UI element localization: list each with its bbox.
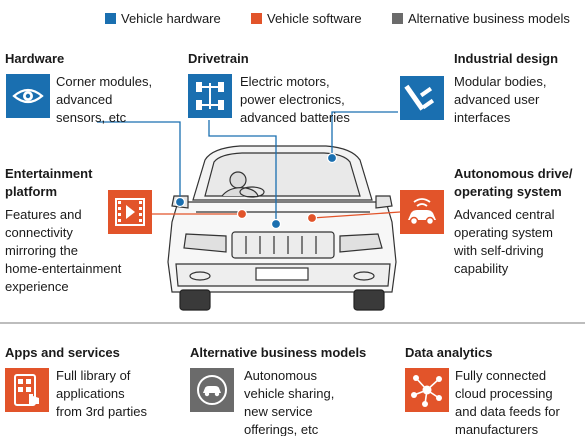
film-play-icon	[108, 190, 152, 234]
autonomous-text: Advanced central operating system with s…	[454, 207, 555, 276]
endpoint-autonomous	[306, 212, 318, 224]
axle-chassis-icon	[188, 74, 232, 118]
industrial-design-text: Modular bodies, advanced user interfaces	[454, 74, 547, 125]
car-illustration	[167, 145, 397, 311]
connector-hardware	[97, 121, 181, 200]
connector-drivetrain	[208, 120, 277, 222]
industrial-design-title: Industrial design	[454, 51, 559, 66]
data-analytics-title: Data analytics	[405, 345, 493, 360]
alt-business-text: Autonomous vehicle sharing, new service …	[244, 368, 335, 436]
endpoint-industrial-design	[326, 152, 338, 164]
autonomous-title: Autonomous drive/ operating system	[454, 166, 573, 199]
legend-swatch-software	[251, 13, 262, 24]
autonomous-car-icon	[400, 190, 444, 234]
connector-endpoints	[174, 152, 338, 230]
shared-car-icon	[190, 368, 234, 412]
legend-label-business: Alternative business models	[408, 11, 570, 26]
endpoint-drivetrain	[270, 218, 282, 230]
entertainment-text: Features and connectivity mirroring the …	[5, 207, 122, 294]
data-analytics-text: Fully connected cloud processing and dat…	[455, 368, 560, 436]
legend-swatch-business	[392, 13, 403, 24]
hardware-text: Corner modules, advanced sensors, etc	[56, 74, 153, 125]
endpoint-hardware	[174, 196, 186, 208]
legend-label-software: Vehicle software	[267, 11, 362, 26]
legend-swatch-hardware	[105, 13, 116, 24]
tablet-touch-icon	[5, 368, 49, 412]
caliper-tool-icon	[400, 76, 444, 120]
section-divider	[0, 322, 585, 324]
hardware-title: Hardware	[5, 51, 65, 66]
apps-title: Apps and services	[5, 345, 120, 360]
connector-autonomous	[311, 211, 401, 219]
alt-business-title: Alternative business models	[190, 345, 367, 360]
drivetrain-title: Drivetrain	[188, 51, 249, 66]
connector-industrial-design	[331, 111, 398, 156]
connector-lines	[97, 111, 401, 222]
legend-label-hardware: Vehicle hardware	[121, 11, 221, 26]
eye-sensor-icon	[6, 74, 50, 118]
legend: Vehicle hardware Vehicle software Altern…	[0, 11, 585, 29]
entertainment-title: Entertainment platform	[5, 166, 93, 199]
apps-text: Full library of applications from 3rd pa…	[56, 368, 148, 419]
drivetrain-text: Electric motors, power electronics, adva…	[240, 74, 350, 125]
endpoint-entertainment	[236, 208, 248, 220]
network-nodes-icon	[405, 368, 449, 412]
